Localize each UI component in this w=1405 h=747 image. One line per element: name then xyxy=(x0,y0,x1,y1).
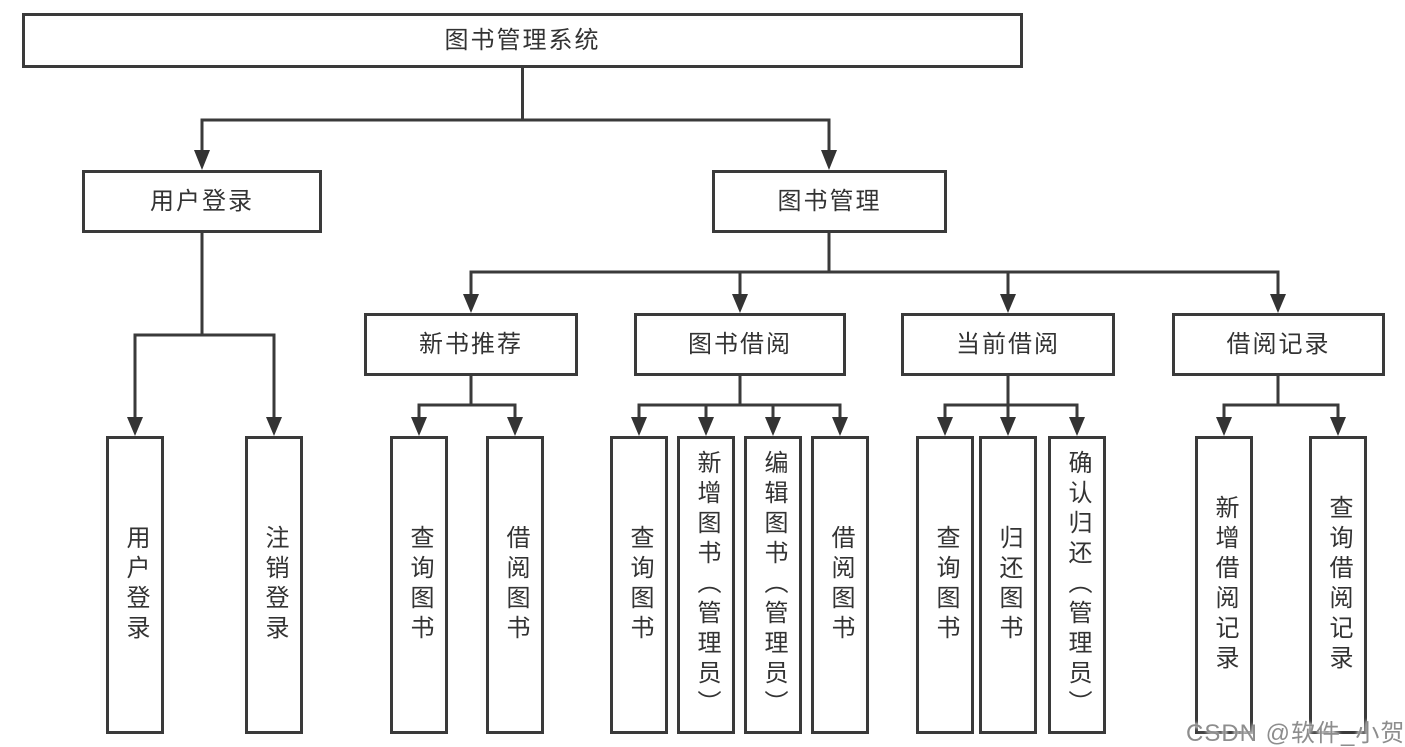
leaf-add-books-admin: 新增图书（管理员） xyxy=(677,436,735,734)
node-book-management-group: 图书管理 xyxy=(712,170,947,233)
node-library-management-system: 图书管理系统 xyxy=(22,13,1023,68)
node-borrowing-records: 借阅记录 xyxy=(1172,313,1385,376)
leaf-query-books-recommend: 查询图书 xyxy=(390,436,448,734)
arrowhead-icons xyxy=(127,150,1346,436)
node-current-borrowing: 当前借阅 xyxy=(901,313,1115,376)
leaf-query-borrow-record: 查询借阅记录 xyxy=(1309,436,1367,734)
leaf-query-books-current: 查询图书 xyxy=(916,436,974,734)
leaf-return-books: 归还图书 xyxy=(979,436,1037,734)
node-book-borrowing: 图书借阅 xyxy=(634,313,846,376)
leaf-confirm-return-admin: 确认归还（管理员） xyxy=(1048,436,1106,734)
leaf-add-borrow-record: 新增借阅记录 xyxy=(1195,436,1253,734)
leaf-borrow-books-recommend: 借阅图书 xyxy=(486,436,544,734)
csdn-watermark: CSDN @软件_小贺同学 xyxy=(1186,720,1405,747)
node-new-book-recommendation: 新书推荐 xyxy=(364,313,578,376)
leaf-user-login: 用户登录 xyxy=(106,436,164,734)
leaf-logout: 注销登录 xyxy=(245,436,303,734)
leaf-edit-books-admin: 编辑图书（管理员） xyxy=(744,436,802,734)
leaf-borrow-books: 借阅图书 xyxy=(811,436,869,734)
node-user-login-group: 用户登录 xyxy=(82,170,322,233)
leaf-query-books-borrow: 查询图书 xyxy=(610,436,668,734)
